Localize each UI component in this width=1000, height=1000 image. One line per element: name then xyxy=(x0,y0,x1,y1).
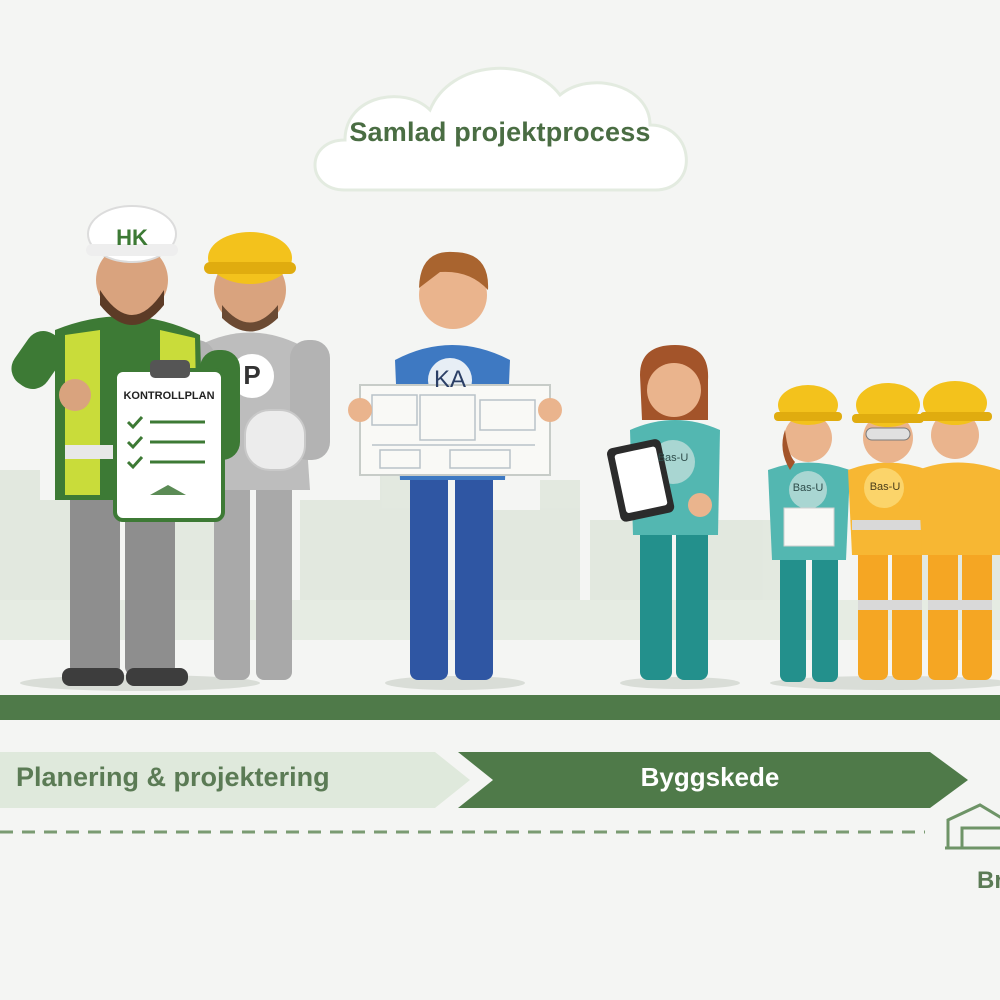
person-worker-right xyxy=(918,381,1000,680)
badge-p: P xyxy=(243,360,261,390)
badge-hk: HK xyxy=(116,225,148,250)
badge-basu-2: Bas-U xyxy=(792,482,824,494)
person-ka xyxy=(348,251,562,680)
cloud-shape xyxy=(313,66,688,192)
phase-planning-label: Planering & projektering xyxy=(16,762,330,792)
person-basu-small xyxy=(768,385,850,682)
person-hk xyxy=(11,205,240,686)
ground-bar xyxy=(0,695,1000,720)
building-icon xyxy=(945,803,1000,850)
page-title: Samlad projektprocess xyxy=(349,117,651,147)
construction-arrow xyxy=(458,752,968,808)
badge-ka: KA xyxy=(433,366,466,393)
person-basu-worker xyxy=(848,383,928,680)
badge-basu-1: Bas-U xyxy=(657,452,689,464)
clipboard-title: KONTROLLPLAN xyxy=(123,390,215,402)
phase-construction-label: Byggskede xyxy=(640,762,780,792)
person-basu-tablet xyxy=(607,345,720,680)
planning-arrow xyxy=(0,752,470,808)
badge-basu-3: Bas-U xyxy=(869,481,901,493)
phase-next-partial-label: Br xyxy=(977,867,1000,894)
